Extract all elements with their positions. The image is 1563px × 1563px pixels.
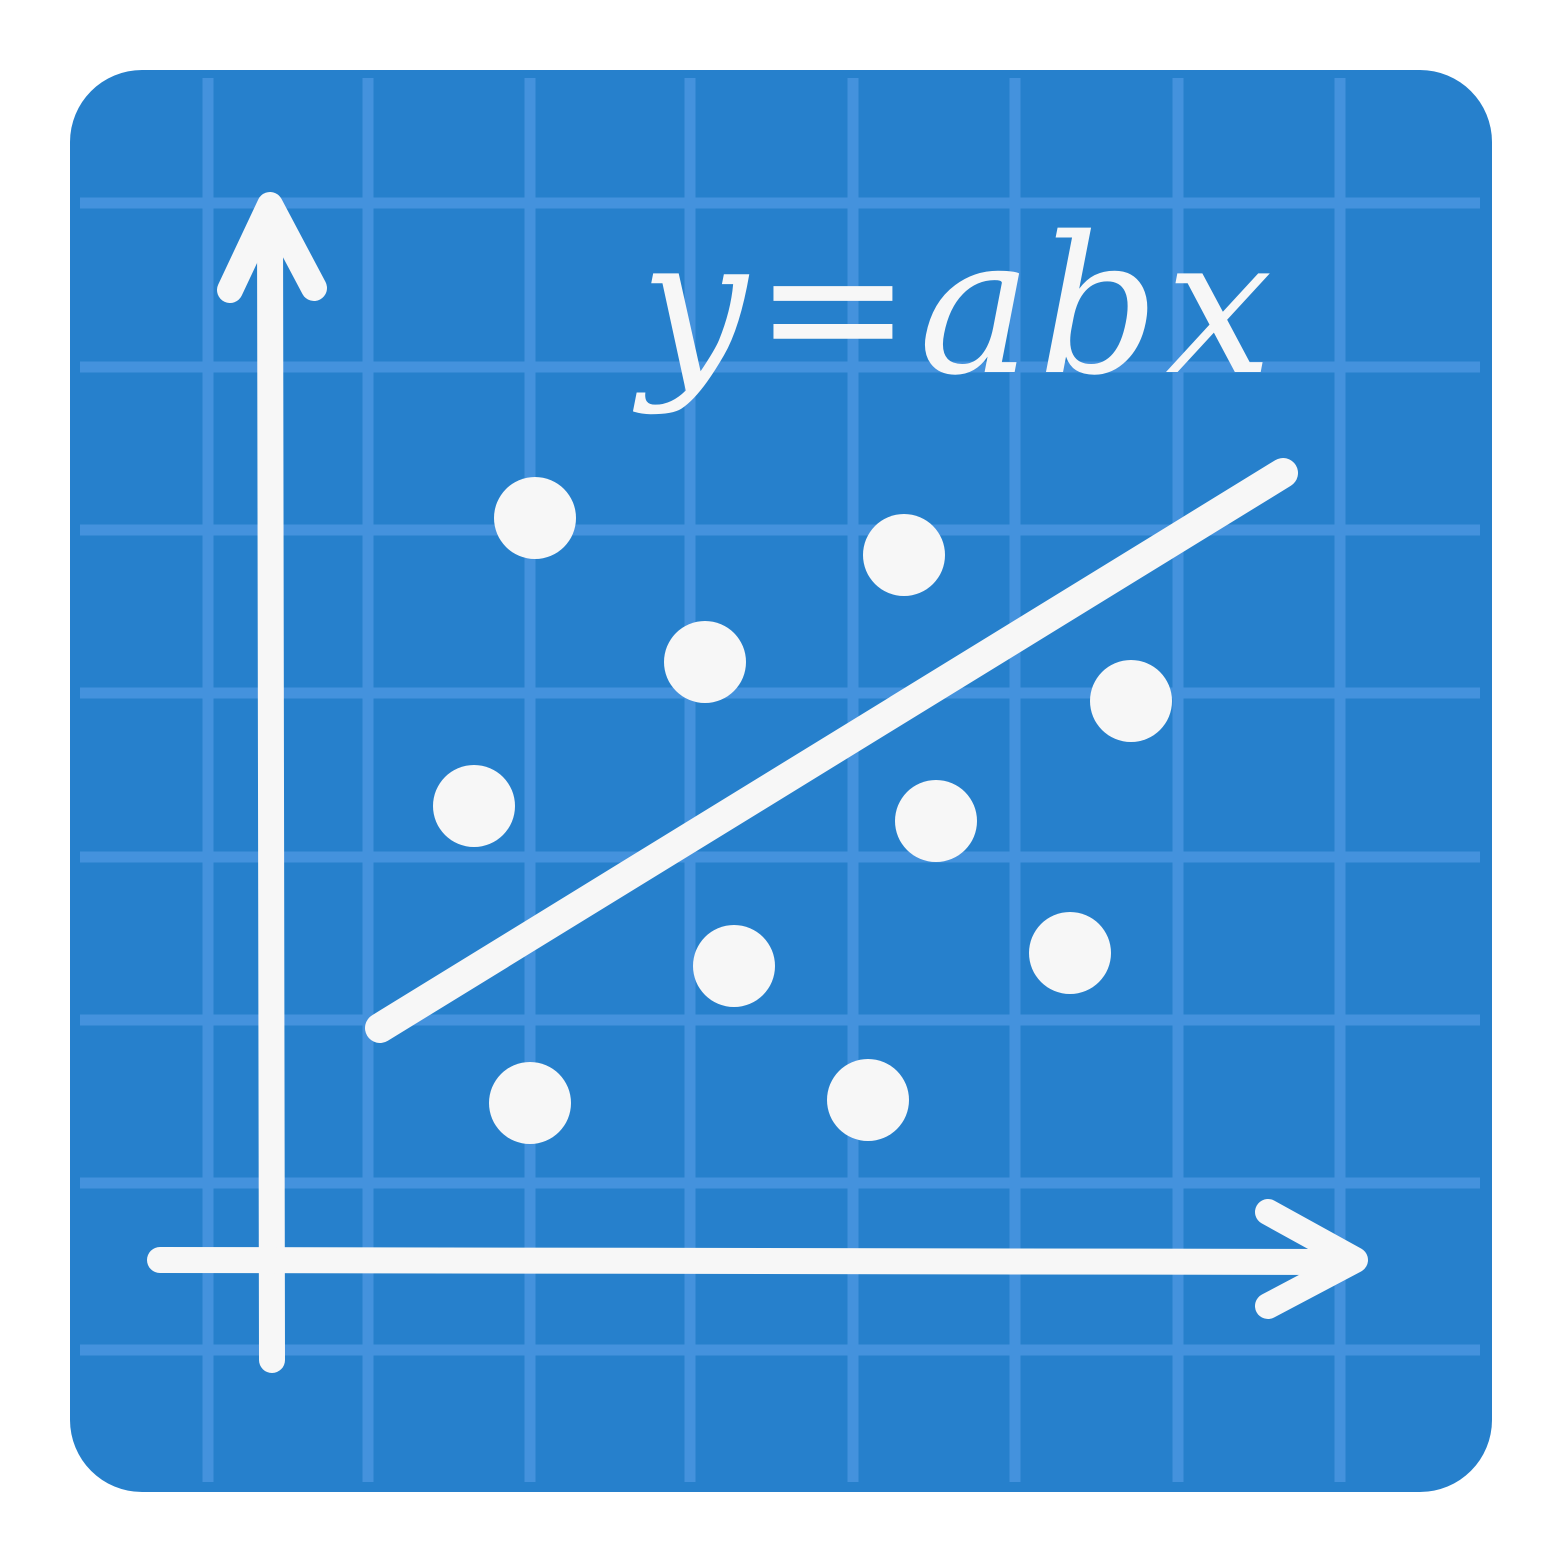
equation-label: y=abx	[632, 196, 1279, 417]
grid-lines	[80, 78, 1480, 1482]
scatter-point	[1029, 912, 1111, 994]
scatter-point	[827, 1059, 909, 1141]
scatter-point	[1090, 660, 1172, 742]
x-axis-arrow	[147, 1199, 1368, 1319]
scatter-point	[895, 780, 977, 862]
scatter-point	[494, 477, 576, 559]
scatter-points	[433, 477, 1172, 1144]
y-axis-arrow	[217, 192, 327, 1373]
scatter-point	[664, 621, 746, 703]
scatter-point	[693, 925, 775, 1007]
trend-line	[365, 458, 1298, 1043]
scatter-point	[433, 765, 515, 847]
scatter-point	[863, 514, 945, 596]
scatter-point	[489, 1062, 571, 1144]
